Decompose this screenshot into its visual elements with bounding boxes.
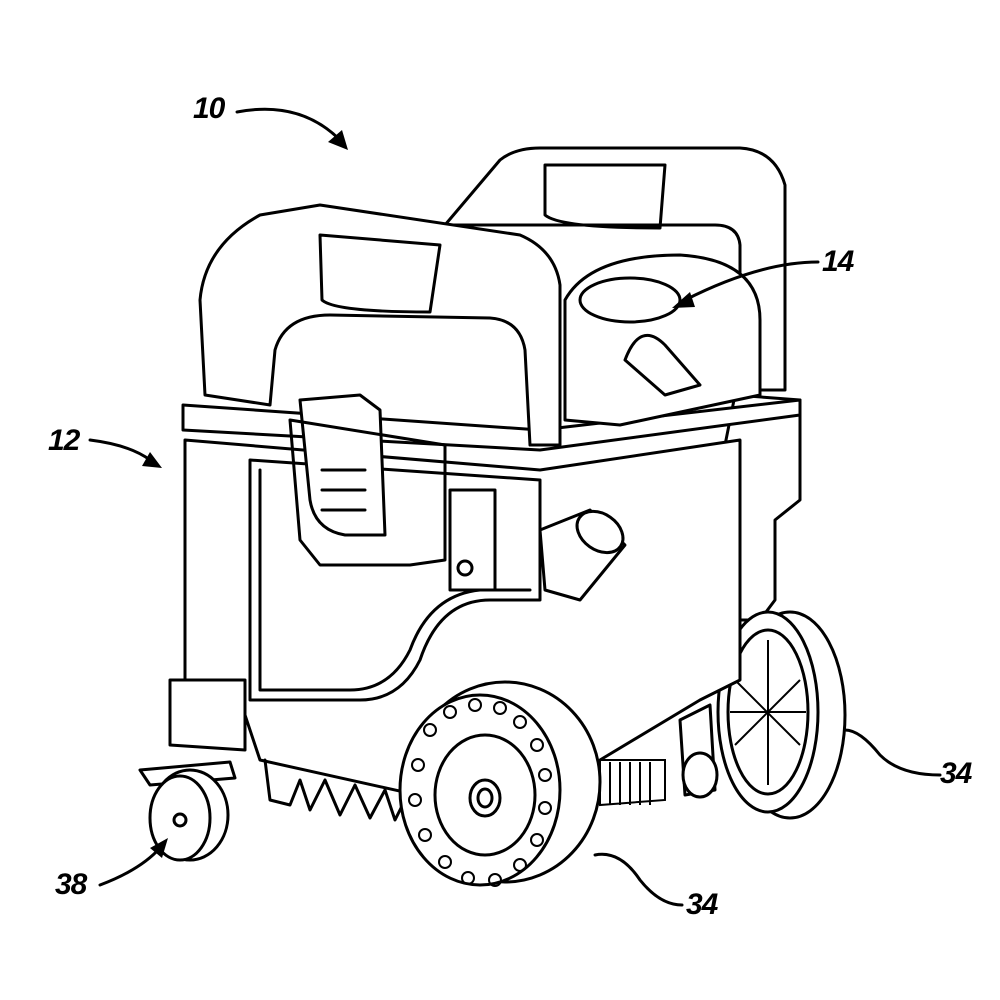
leader-lines — [88, 107, 942, 907]
label-12: 12 — [48, 424, 80, 457]
motor-head — [563, 253, 762, 427]
rear-handle — [443, 146, 787, 392]
label-34-rear: 34 — [940, 757, 972, 790]
label-38: 38 — [55, 868, 87, 901]
tank-bottom-ridges — [263, 758, 412, 822]
caster-wheel — [138, 760, 237, 862]
front-handle-grip — [318, 233, 442, 314]
front-handle — [198, 203, 562, 447]
side-pillar — [448, 488, 497, 592]
front-wheel — [398, 680, 602, 887]
label-10: 10 — [193, 92, 225, 125]
label-34-front: 34 — [686, 888, 718, 921]
rear-wheel — [716, 610, 847, 820]
label-14: 14 — [822, 245, 854, 278]
rear-handle-grip — [543, 163, 667, 230]
corner-block — [168, 678, 247, 752]
lid-latch — [298, 393, 387, 537]
